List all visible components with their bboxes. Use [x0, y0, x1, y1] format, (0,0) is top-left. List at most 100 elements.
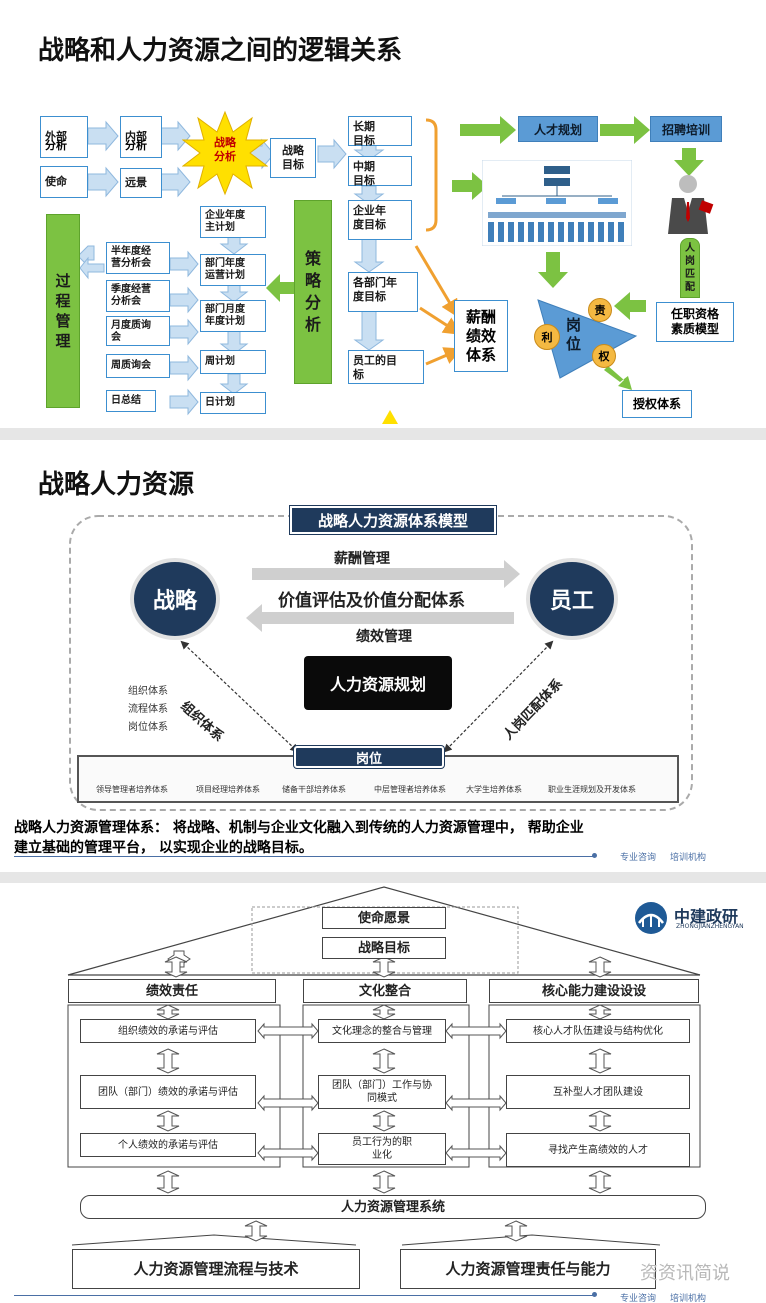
hr-management-system-bar: 人力资源管理系统: [80, 1195, 706, 1219]
logo-icon: [635, 902, 667, 934]
pillar-arrow-a-0: [156, 1004, 180, 1020]
tactic-analysis-bar: 策略分析: [294, 200, 332, 384]
footer-dot: [592, 853, 597, 858]
program-1: 领导管理者培养体系: [96, 785, 168, 794]
recruit-train-box: 招聘培训: [650, 116, 722, 142]
external-analysis-line2: 分析: [45, 139, 67, 152]
slide2-caption: 战略人力资源管理体系： 将战略、机制与企业文化融入到传统的人力资源管理中， 帮助…: [14, 818, 584, 858]
annual-goal-box: 企业年度目标: [348, 200, 412, 240]
logo-subtext: ZHONGJIANZHENGYAN: [676, 923, 744, 930]
pillar-arrow-b-1: [372, 1048, 396, 1074]
post-l1: 岗: [566, 316, 582, 334]
weekly-review-box: 周质询会: [106, 354, 170, 378]
mission-box: 使命: [40, 166, 88, 198]
internal-analysis-box: 内部: [120, 116, 162, 158]
base-left-box: 人力资源管理流程与技术: [72, 1249, 360, 1289]
mission-vision-box: 使命愿景: [322, 907, 446, 929]
base-right-box: 人力资源管理责任与能力: [400, 1249, 656, 1289]
post-box: 岗位: [294, 746, 444, 768]
roof-arrow-2: [588, 956, 612, 978]
strategy-circle: 战略: [130, 558, 220, 640]
employee-goal-box: 员工的目标: [348, 350, 424, 384]
talent-plan-box: 人才规划: [518, 116, 598, 142]
program-4: 中层管理者培养体系: [374, 785, 446, 794]
external-analysis-box: 外部: [40, 116, 88, 158]
person-post-match-arrow: 人岗匹配: [680, 238, 700, 298]
strategy-analysis-burst: [182, 110, 268, 196]
col1-item-3: 个人绩效的承诺与评估: [80, 1133, 256, 1157]
slide-strategic-hr: 战略人力资源 战略人力资源体系模型 战略 员工 薪酬管理 价值: [0, 440, 766, 872]
roof-arrow-1: [372, 956, 396, 978]
program-3: 储备干部培养体系: [282, 785, 346, 794]
watermark-text: 资资讯简说: [640, 1263, 730, 1284]
org-list-item-3: 岗位体系: [128, 722, 168, 733]
strategy-goal-box: 战略目标: [322, 937, 446, 959]
roof-arrow-0: [164, 956, 188, 978]
footer-rule-3: [14, 1295, 594, 1296]
strategy-analysis-l2: 分析: [214, 150, 236, 163]
pillar-arrow-a-1: [372, 1004, 396, 1020]
person-icon: [668, 175, 714, 234]
slide1-arrows: [77, 116, 704, 424]
internal-analysis-line2: 分析: [125, 139, 147, 152]
authorization-box: 授权体系: [622, 390, 692, 418]
pillar-arrow-c-1: [372, 1110, 396, 1132]
competency-model-box: 任职资格素质模型: [656, 302, 734, 342]
salary-performance-box: 薪酬绩效体系: [454, 300, 508, 372]
pillar-arrow-c-2: [588, 1110, 612, 1132]
col2-item-1: 文化理念的整合与管理: [318, 1019, 446, 1043]
daily-plan-box: 日计划: [200, 392, 266, 414]
link-1-1: [257, 1022, 319, 1040]
col2-item-3: 员工行为的职业化: [318, 1133, 446, 1165]
slide2-title: 战略人力资源: [38, 470, 195, 500]
quarter-review-box: 季度经营分析会: [106, 280, 170, 312]
hr-planning-box: 人力资源规划: [304, 656, 452, 710]
strategy-analysis-label: 战略 分析: [208, 136, 242, 164]
mid-term-goal-box: 中期目标: [348, 156, 412, 187]
process-management-bar: 过程管理: [46, 214, 80, 408]
link-3-2: [445, 1144, 507, 1162]
footer-rule: [14, 856, 594, 857]
dept-annual-plan-box: 部门年度运营计划: [200, 254, 266, 286]
col2-item-2: 团队（部门）工作与协同模式: [318, 1075, 446, 1109]
caption-line-2: 建立基础的管理平台， 以实现企业的战略目标。: [14, 840, 313, 856]
footer-training: 培训机构: [670, 853, 707, 863]
responsibility-circle: 责: [588, 298, 612, 322]
monthly-review-box: 月度质询会: [106, 316, 170, 346]
vision-box: 远景: [120, 168, 162, 198]
pillar-arrow-b-2: [588, 1048, 612, 1074]
corp-annual-plan-box: 企业年度主计划: [200, 206, 266, 238]
footer-consulting: 专业咨询: [620, 853, 657, 863]
col3-item-1: 核心人才队伍建设与结构优化: [506, 1019, 690, 1043]
pillar-head-capability: 核心能力建设设设: [489, 979, 699, 1003]
link-2-1: [257, 1094, 319, 1112]
dept-annual-goal-box: 各部门年度目标: [348, 272, 418, 312]
footer-training-3: 培训机构: [670, 1294, 707, 1303]
weekly-plan-box: 周计划: [200, 350, 266, 374]
strategy-analysis-l1: 战略: [214, 136, 236, 149]
link-3-1: [257, 1144, 319, 1162]
slide-gap-2: [0, 872, 766, 883]
double-arrows: [156, 956, 612, 1242]
col1-item-2: 团队（部门）绩效的承诺与评估: [80, 1075, 256, 1109]
footer-consulting-3: 专业咨询: [620, 1294, 657, 1303]
performance-management-label: 绩效管理: [356, 629, 412, 645]
pillar-head-culture: 文化整合: [303, 979, 467, 1003]
link-1-2: [445, 1022, 507, 1040]
value-system-label: 价值评估及价值分配体系: [278, 591, 465, 611]
col3-item-3: 寻找产生高绩效的人才: [506, 1133, 690, 1167]
base-arrow-0: [244, 1220, 268, 1242]
slide1-title: 战略和人力资源之间的逻辑关系: [38, 36, 403, 66]
pillar-head-performance: 绩效责任: [68, 979, 276, 1003]
program-2: 项目经理培养体系: [196, 785, 260, 794]
org-list-item-1: 组织体系: [128, 686, 168, 697]
pillar-arrow-d-2: [588, 1170, 612, 1194]
pillar-arrow-d-1: [372, 1170, 396, 1194]
strategy-goal-box: 战略目标: [270, 138, 316, 178]
org-chart-thumbnail: [482, 160, 632, 246]
long-term-goal-box: 长期目标: [348, 116, 412, 147]
link-2-2: [445, 1094, 507, 1112]
benefit-circle: 利: [534, 324, 560, 350]
employee-circle: 员工: [526, 558, 618, 640]
authority-circle: 权: [592, 344, 616, 368]
